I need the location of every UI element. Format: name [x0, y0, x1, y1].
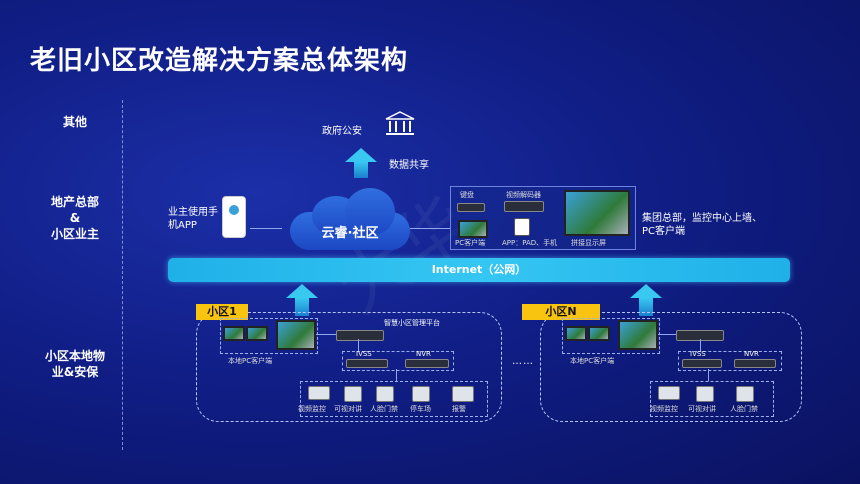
communityN-device-0: 视频监控 [650, 405, 678, 413]
communityN-monitor-icon [618, 320, 658, 350]
row-divider [122, 100, 123, 450]
communityN-nvr-label: NVR [744, 350, 759, 358]
communityN-intercom-icon [696, 386, 714, 402]
community1-local-pc-label: 本地PC客户端 [228, 357, 273, 365]
community1-device-2: 人脸门禁 [370, 405, 398, 413]
row-label-local: 小区本地物 业&安保 [40, 348, 110, 380]
communityN-storage-down-link [708, 369, 709, 381]
community1-tag: 小区1 [196, 304, 248, 320]
row-label-hq-line1: 地产总部 [50, 195, 99, 209]
community1-ivss-label: IVSS [356, 350, 372, 358]
hq-description-line1: 集团总部，监控中心上墙、 [642, 213, 762, 224]
community1-storage-down-link [396, 369, 397, 381]
communityN-server-down-link [700, 339, 701, 351]
hq-pc-label: PC客户端 [455, 239, 486, 247]
communityN-group [540, 312, 802, 422]
row-label-hq: 地产总部 & 小区业主 [40, 194, 110, 242]
communityN-ivss-icon [682, 359, 722, 368]
community1-pc-icon [223, 326, 245, 341]
community1-nvr-icon [405, 359, 449, 368]
community1-server-icon [336, 330, 384, 341]
communityN-pc-server-link [658, 334, 676, 335]
row-label-hq-line2: & [69, 211, 81, 225]
community1-arrow-head [286, 284, 318, 298]
community1-device-3: 停车场 [410, 405, 431, 413]
app-cloud-link [250, 228, 282, 229]
cloud-label: 云睿·社区 [321, 226, 379, 241]
community1-device-1: 可视对讲 [334, 405, 362, 413]
community1-device-0: 视频监控 [298, 405, 326, 413]
hq-decoder-label: 视频解码器 [506, 191, 541, 199]
communityN-device-1: 可视对讲 [688, 405, 716, 413]
community1-platform-label: 智慧小区管理平台 [384, 319, 440, 327]
share-arrow [345, 148, 377, 178]
communityN-pc2-icon [588, 326, 610, 341]
communityN-arrow-head [630, 284, 662, 298]
communityN-storage-box [678, 351, 782, 371]
community1-uplink-arrow [286, 284, 318, 316]
phone-icon [222, 196, 246, 238]
alarm-icon [452, 386, 474, 402]
face-access-icon [376, 386, 394, 402]
hq-mobile-label: APP：PAD、手机 [502, 239, 558, 247]
ellipsis: …… [512, 356, 534, 367]
communityN-ivss-label: IVSS [690, 350, 706, 358]
share-label: 数据共享 [389, 160, 429, 171]
owner-app-label: 业主使用手 机APP [168, 206, 218, 232]
communityN-arrow-stem [639, 298, 653, 316]
share-arrow-stem [354, 162, 368, 178]
community1-storage-box [342, 351, 454, 371]
community1-group [196, 312, 502, 422]
community1-monitor-icon [276, 320, 316, 350]
pc-client-icon [458, 220, 488, 238]
community1-pc-server-link [316, 334, 336, 335]
community1-devices-box [300, 381, 488, 417]
community1-server-down-link [358, 339, 359, 351]
communityN-devices-box [650, 381, 774, 417]
parking-icon [412, 386, 430, 402]
cctv-camera-icon [308, 386, 330, 400]
communityN-device-2: 人脸门禁 [730, 405, 758, 413]
keyboard-icon [457, 203, 485, 212]
page-title: 老旧小区改造解决方案总体架构 [30, 46, 409, 76]
cloud-bump-right [345, 188, 395, 236]
internet-bar: Internet（公网） [168, 258, 790, 282]
row-label-hq-line3: 小区业主 [50, 227, 99, 241]
community1-ivss-icon [346, 359, 388, 368]
hq-keyboard-label: 键盘 [460, 191, 474, 199]
share-arrow-head [345, 148, 377, 162]
communityN-local-pc-label: 本地PC客户端 [570, 357, 615, 365]
hq-description-line2: PC客户端 [642, 226, 686, 237]
row-label-other: 其他 [62, 115, 87, 129]
community1-local-pc-box [220, 318, 318, 354]
hq-description: 集团总部，监控中心上墙、 PC客户端 [642, 212, 762, 238]
communityN-cctv-camera-icon [658, 386, 680, 400]
community1-pc2-icon [246, 326, 268, 341]
owner-app-line2: 机APP [168, 220, 197, 231]
communityN-tag: 小区N [522, 304, 600, 320]
community1-device-4: 报警 [452, 405, 466, 413]
gov-label: 政府公安 [322, 126, 362, 137]
video-wall-icon [564, 190, 630, 236]
community1-nvr-label: NVR [416, 350, 431, 358]
communityN-nvr-icon [734, 359, 776, 368]
row-label-local-line1: 小区本地物 [44, 349, 105, 363]
cloud-hq-link [410, 228, 450, 229]
owner-app-line1: 业主使用手 [168, 207, 218, 218]
communityN-face-access-icon [736, 386, 754, 402]
phone-app-icon [229, 205, 239, 215]
hq-wall-label: 拼接显示屏 [571, 239, 606, 247]
intercom-icon [344, 386, 362, 402]
community1-arrow-stem [295, 298, 309, 316]
tablet-icon [514, 218, 530, 236]
decoder-icon [504, 201, 544, 212]
communityN-local-pc-box [562, 318, 660, 354]
government-building-icon [385, 111, 415, 135]
row-label-local-line2: 业&安保 [51, 365, 99, 379]
communityN-uplink-arrow [630, 284, 662, 316]
communityN-pc-icon [565, 326, 587, 341]
